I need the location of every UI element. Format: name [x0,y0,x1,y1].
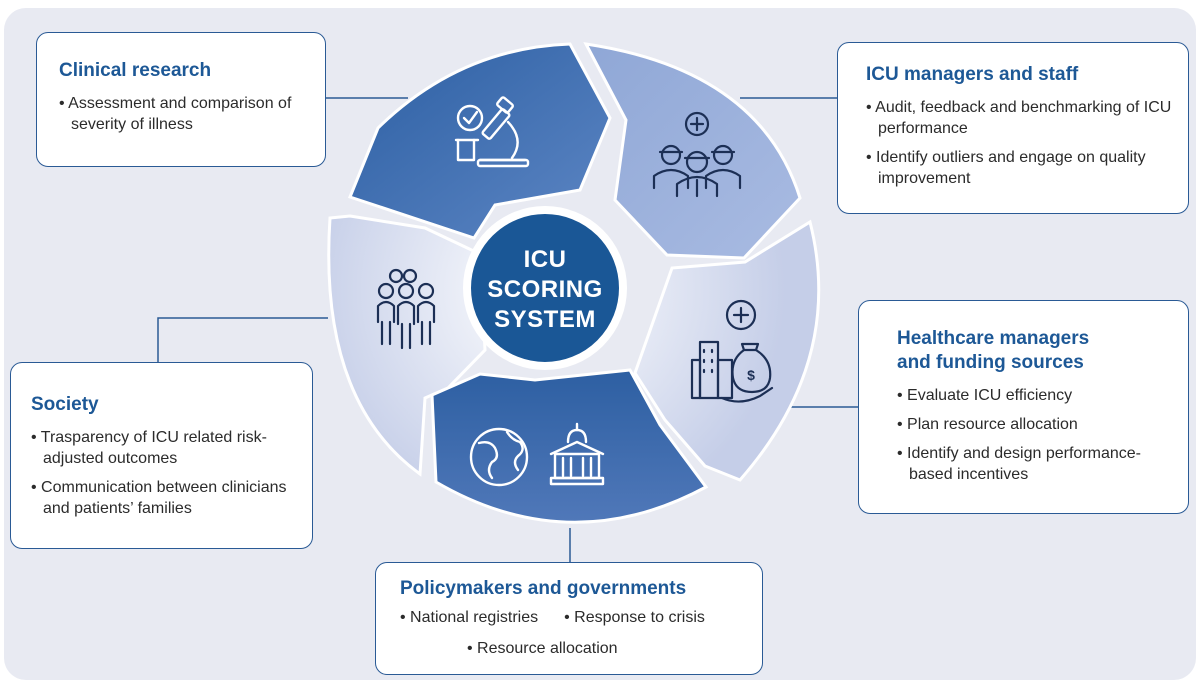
card-bullet: Resource allocation [467,638,752,659]
card-society: Society Trasparency of ICU related risk-… [10,362,313,549]
card-bullet: Audit, feedback and benchmarking of ICU … [866,97,1172,139]
card-title: ICU managers and staff [866,64,1079,85]
card-bullet: Response to crisis [564,607,705,628]
card-healthcare-managers: Healthcare managers and funding sources … [858,300,1189,514]
card-title: Society [31,394,99,415]
card-title-line2: and funding sources [897,352,1084,373]
connector-lines [157,97,860,562]
segment-clinical [348,42,612,240]
card-bullet: Identify outliers and engage on quality … [866,147,1172,189]
card-title-line1: Healthcare managers [897,328,1090,349]
center-title-line1: ICU [523,246,567,273]
card-policymakers: Policymakers and governments National re… [375,562,763,675]
card-bullet: Plan resource allocation [897,414,1176,435]
segment-icu [583,42,802,260]
hospital-funding-icon: $ [690,299,774,403]
card-clinical-research: Clinical research Assessment and compari… [36,32,326,167]
center-title: ICU SCORING SYSTEM [470,225,620,355]
center-title-line3: SYSTEM [494,306,596,333]
svg-text:$: $ [747,367,755,383]
people-group-icon [376,268,436,350]
card-icu-managers: ICU managers and staff Audit, feedback a… [837,42,1189,214]
card-bullet: Assessment and comparison of severity of… [59,93,309,135]
bullet-row: National registries Response to crisis [400,607,752,628]
segment-healthcare [633,219,821,482]
card-bullet: National registries [400,607,538,628]
ring-segments [327,42,821,524]
card-bullet: Identify and design performance-based in… [897,443,1176,485]
card-bullet: Trasparency of ICU related risk-adjusted… [31,427,298,469]
globe-government-icon [469,422,605,487]
medical-staff-icon [652,111,742,198]
card-title: Policymakers and governments [400,578,687,599]
center-hub [463,206,627,370]
microscope-icon [454,96,530,168]
card-bullet: Evaluate ICU efficiency [897,385,1176,406]
card-title: Clinical research [59,60,212,81]
center-title-line2: SCORING [487,276,603,303]
card-bullet: Communication between clinicians and pat… [31,477,298,519]
